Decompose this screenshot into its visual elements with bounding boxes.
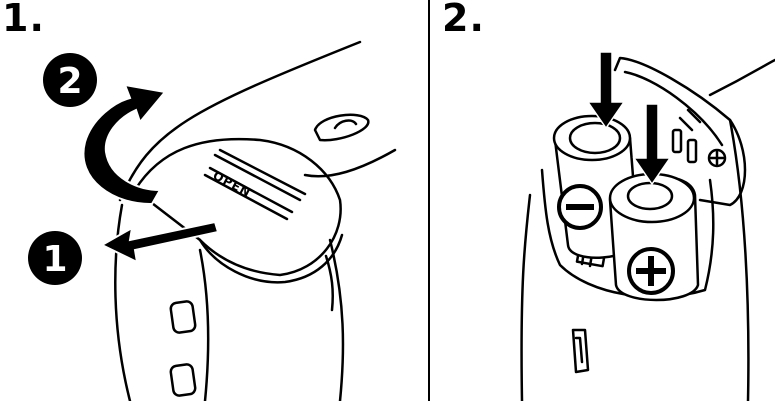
step-1-illustration: OPEN 2 1 — [0, 0, 428, 401]
step-2-illustration: − + — [430, 0, 775, 401]
camera-side-edge — [330, 240, 343, 401]
polarity-minus-text: − — [430, 0, 431, 1]
callout-2-number: 2 — [57, 61, 82, 102]
arrow-down-icon — [634, 104, 670, 184]
camera-top-edge — [522, 195, 530, 401]
step-1-panel: OPEN 2 1 — [0, 0, 428, 401]
side-button-lower — [170, 364, 196, 397]
callout-1-number: 1 — [42, 239, 67, 280]
step-2-panel: − + — [430, 0, 775, 401]
camera-body-shoulder — [305, 150, 395, 176]
top-switch — [315, 115, 368, 140]
side-button-upper — [170, 301, 196, 334]
polarity-plus-text: + — [430, 0, 431, 1]
camera-rear-edge — [710, 60, 775, 95]
arrow-rotate-icon — [83, 85, 165, 204]
camera-front-edge — [200, 250, 208, 401]
